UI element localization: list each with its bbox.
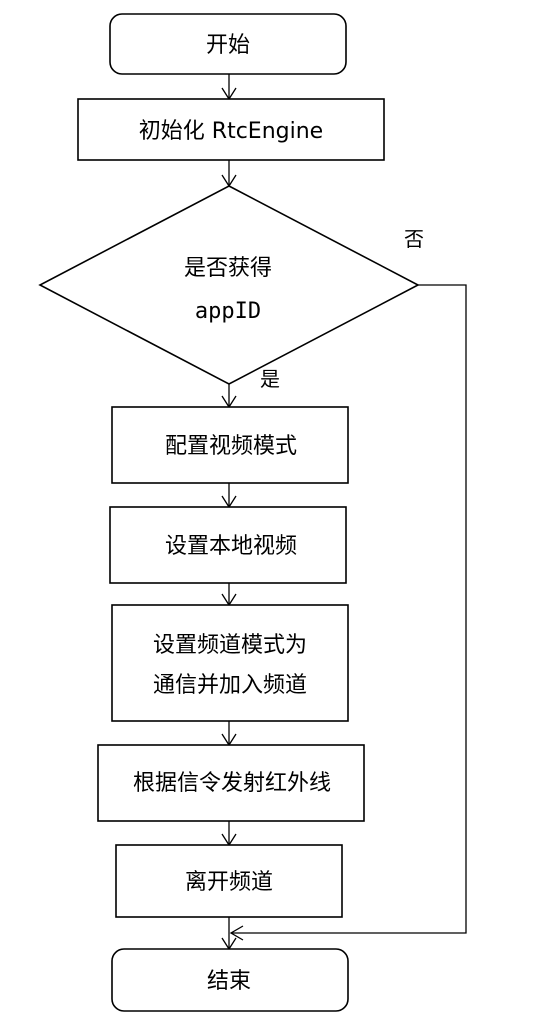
set-channel-label-line2: 通信并加入频道 — [153, 673, 307, 698]
set-local-video-label: 设置本地视频 — [165, 534, 297, 559]
arrowhead-icon — [229, 925, 244, 941]
no-branch-connector — [231, 284, 467, 934]
config-video-box — [111, 406, 349, 484]
start-terminal — [109, 13, 347, 75]
start-label: 开始 — [206, 33, 250, 58]
config-video-label: 配置视频模式 — [165, 434, 297, 459]
end-label: 结束 — [207, 969, 251, 994]
decision-label-line2: appID — [195, 299, 261, 324]
set-channel-box — [111, 604, 349, 722]
decision-diamond — [38, 185, 420, 385]
yes-branch-label: 是 — [260, 367, 280, 391]
end-terminal — [111, 948, 349, 1012]
decision-label-line1: 是否获得 — [184, 256, 272, 281]
infrared-label: 根据信令发射红外线 — [133, 771, 331, 796]
init-process-box — [77, 98, 385, 161]
set-local-video-box — [109, 506, 347, 584]
infrared-box — [97, 744, 365, 822]
leave-channel-box — [115, 844, 343, 918]
init-label: 初始化 RtcEngine — [139, 119, 323, 144]
leave-channel-label: 离开频道 — [185, 870, 273, 895]
set-channel-label-line1: 设置频道模式为 — [153, 633, 307, 658]
no-branch-label: 否 — [404, 227, 424, 251]
